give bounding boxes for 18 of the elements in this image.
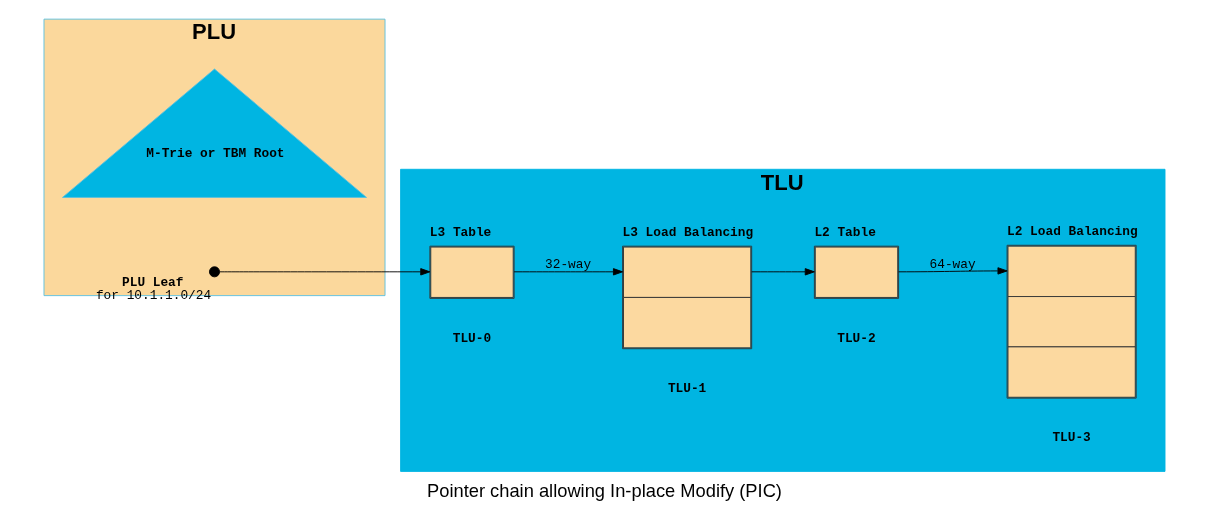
node-label: L3 Table <box>429 225 492 241</box>
arrow <box>219 268 431 276</box>
node-label: TLU-1 <box>667 380 707 396</box>
node-label: PLU Leaf <box>122 275 184 291</box>
caption: Pointer chain allowing In-place Modify (PIC) <box>427 480 782 502</box>
node-circle <box>209 266 220 278</box>
edge-label: 32-way <box>545 257 592 273</box>
arrow <box>513 268 624 276</box>
node-label: TLU-3 <box>1052 430 1091 446</box>
node-label: L3 Load Balancing <box>622 225 754 241</box>
node-label: L2 Table <box>814 225 876 241</box>
arrow <box>898 267 1008 275</box>
edge-label: 64-way <box>929 257 976 273</box>
arrow <box>751 268 815 276</box>
node-label: L2 Load Balancing <box>1007 224 1138 240</box>
node-label: TLU-2 <box>837 330 876 346</box>
node-label: for 10.1.1.0/24 <box>95 288 212 304</box>
node-label: TLU-0 <box>452 330 492 346</box>
